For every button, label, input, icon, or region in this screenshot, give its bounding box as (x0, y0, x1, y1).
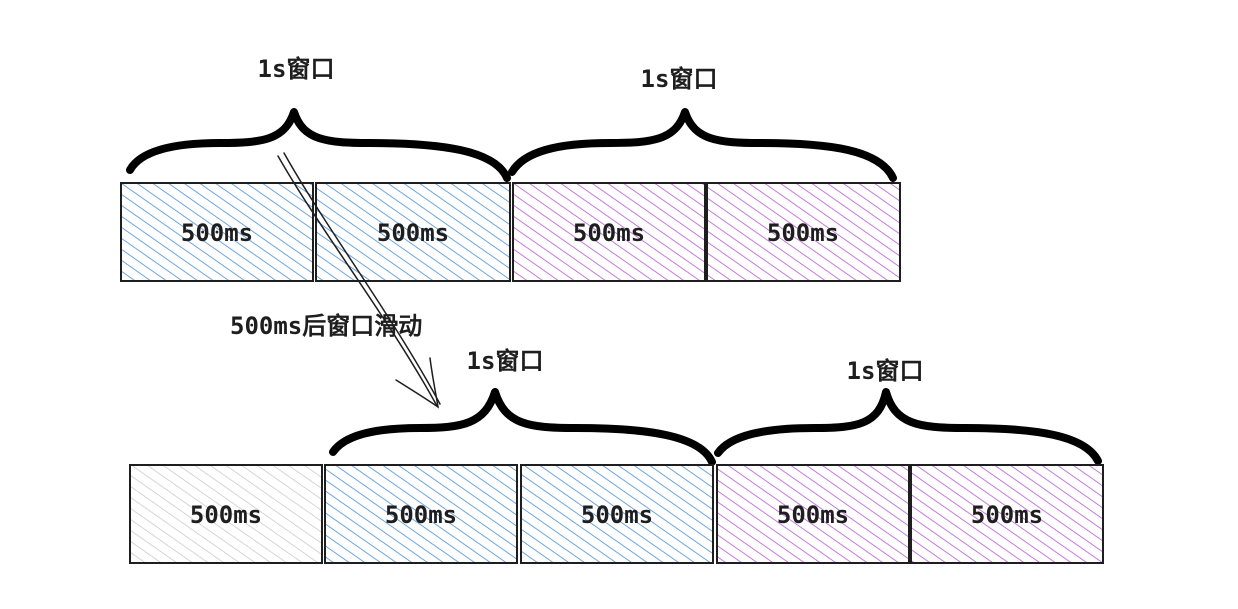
top-row: 1s窗口 1s窗口 500ms 500ms 500ms 500ms (120, 55, 901, 282)
top-window-1-brace (126, 108, 511, 182)
bottom-row: 1s窗口 1s窗口 500ms 500ms 500ms 500ms 500ms (129, 347, 1104, 564)
top-cell-4-label: 500ms (767, 219, 839, 247)
top-window-1-label: 1s窗口 (258, 55, 335, 83)
bottom-cell-5: 500ms (910, 464, 1104, 564)
top-cell-2: 500ms (315, 182, 511, 282)
bottom-window-1-label: 1s窗口 (467, 347, 544, 375)
slide-arrow: 500ms后窗口滑动 (230, 152, 441, 409)
top-cell-3: 500ms (512, 182, 706, 282)
bottom-window-2-brace (714, 388, 1102, 465)
bottom-window-2-label: 1s窗口 (847, 357, 924, 385)
slide-arrow-label: 500ms后窗口滑动 (230, 312, 422, 340)
bottom-cell-4: 500ms (716, 464, 910, 564)
bottom-cell-4-label: 500ms (777, 501, 849, 529)
top-cell-3-label: 500ms (573, 219, 645, 247)
bottom-cell-3: 500ms (520, 464, 714, 564)
slide-arrow-head (395, 357, 440, 409)
bottom-cell-1-label: 500ms (190, 501, 262, 529)
bottom-cell-3-label: 500ms (581, 501, 653, 529)
top-cell-1: 500ms (120, 182, 314, 282)
top-cell-1-label: 500ms (181, 219, 253, 247)
top-cell-4: 500ms (706, 182, 901, 282)
bottom-cell-5-label: 500ms (971, 501, 1043, 529)
top-cell-2-label: 500ms (377, 219, 449, 247)
top-window-2-label: 1s窗口 (641, 65, 718, 93)
bottom-cell-2-label: 500ms (385, 501, 457, 529)
top-window-2-brace (508, 108, 897, 182)
bottom-window-1-brace (329, 388, 716, 466)
bottom-cell-1: 500ms (129, 464, 323, 564)
slide-arrow-line (277, 155, 438, 407)
bottom-cell-2: 500ms (324, 464, 518, 564)
